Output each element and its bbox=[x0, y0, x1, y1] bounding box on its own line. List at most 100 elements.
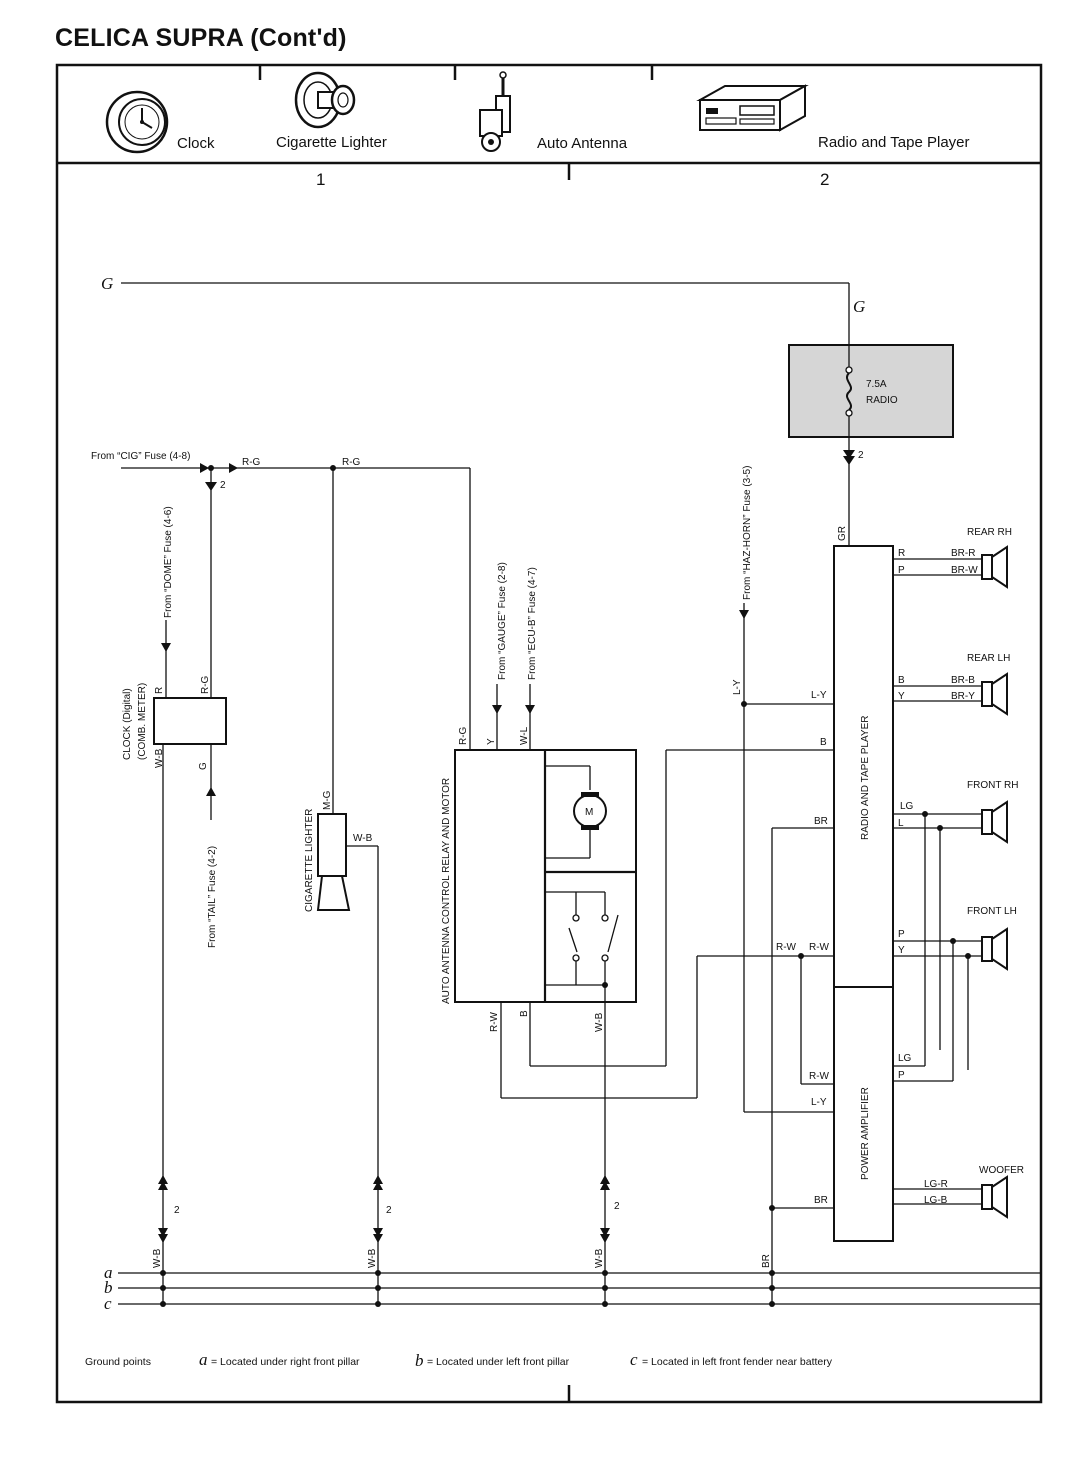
wire-lgr: LG-R bbox=[924, 1179, 948, 1190]
wire-wb-clock: W-B bbox=[154, 748, 165, 768]
pin-2-ground-lighter: 2 bbox=[386, 1205, 392, 1216]
power-amplifier-box bbox=[833, 986, 894, 1242]
clock-icon bbox=[105, 90, 169, 154]
speaker-label-rear-rh: REAR RH bbox=[967, 527, 1012, 538]
pin-2-clock: 2 bbox=[220, 480, 226, 491]
cigarette-lighter-box bbox=[317, 813, 347, 877]
wire-ly-radio: L-Y bbox=[811, 690, 827, 701]
legend-desc-b: = Located under left front pillar bbox=[427, 1356, 570, 1368]
speaker-woofer bbox=[893, 1175, 1008, 1219]
ground-letter-c: c bbox=[104, 1294, 112, 1313]
wire-b-antenna: B bbox=[519, 1010, 530, 1017]
legend-letter-a: a bbox=[199, 1350, 208, 1369]
auto-antenna-icon bbox=[479, 71, 511, 152]
pin-2-ground-antenna: 2 bbox=[614, 1201, 620, 1212]
header-label-radio: Radio and Tape Player bbox=[818, 134, 970, 151]
g-label-left: G bbox=[101, 274, 113, 293]
pin-2-ground-clock: 2 bbox=[174, 1205, 180, 1216]
fuse-pin: 2 bbox=[858, 450, 864, 461]
wire-lg-amp: LG bbox=[898, 1053, 912, 1064]
header-label-auto-antenna: Auto Antenna bbox=[537, 135, 628, 152]
page-title: CELICA SUPRA (Cont'd) bbox=[55, 24, 347, 52]
ground-points-label: Ground points bbox=[85, 1356, 151, 1368]
speaker-front-rh bbox=[893, 800, 1008, 844]
fuse-rating: 7.5A bbox=[866, 379, 887, 390]
amp-label: POWER AMPLIFIER bbox=[860, 1087, 871, 1180]
wire-rg-antenna: R-G bbox=[458, 726, 469, 745]
motor-label: M bbox=[585, 807, 593, 818]
ground-letter-a: a bbox=[104, 1263, 113, 1282]
source-gauge: From “GAUGE” Fuse (2-8) bbox=[497, 562, 508, 680]
fuse-name: RADIO bbox=[866, 395, 898, 406]
legend-desc-a: = Located under right front pillar bbox=[211, 1356, 360, 1368]
radio-tape-player-icon bbox=[696, 84, 809, 132]
speaker-rear-rh bbox=[893, 545, 1008, 589]
legend-desc-c: = Located in left front fender near batt… bbox=[642, 1356, 833, 1368]
clock-box bbox=[153, 697, 227, 745]
antenna-relay-label: AUTO ANTENNA CONTROL RELAY AND MOTOR bbox=[441, 778, 452, 1004]
wire-wl-antenna: W-L bbox=[519, 726, 530, 745]
ground-letter-b: b bbox=[104, 1278, 113, 1297]
wire-mg: M-G bbox=[322, 790, 333, 810]
wire-wb-antenna: W-B bbox=[594, 1012, 605, 1032]
wire-rw-antenna: R-W bbox=[489, 1011, 500, 1032]
wire-ly-amp: L-Y bbox=[811, 1097, 827, 1108]
wire-p-amp: P bbox=[898, 1070, 905, 1081]
clock-label-2: (COMB. METER) bbox=[137, 683, 148, 760]
wire-bry: BR-Y bbox=[951, 691, 975, 702]
wire-wb-ground-antenna: W-B bbox=[594, 1248, 605, 1268]
speaker-label-front-rh: FRONT RH bbox=[967, 780, 1018, 791]
wire-br-ground: BR bbox=[761, 1254, 772, 1268]
wire-lg-front-rh: LG bbox=[900, 801, 914, 812]
legend-letter-b: b bbox=[415, 1351, 424, 1370]
wire-rw-1: R-W bbox=[776, 942, 797, 953]
column-number-1: 1 bbox=[316, 170, 325, 189]
ground-connector-antenna bbox=[600, 1175, 610, 1243]
diagram-frame bbox=[55, 63, 1043, 1404]
wire-rg-1: R-G bbox=[242, 457, 261, 468]
wire-r-clock: R bbox=[154, 687, 165, 694]
antenna-relay-box bbox=[454, 749, 637, 1003]
speaker-rear-lh bbox=[893, 672, 1008, 716]
source-cig: From “CIG” Fuse (4-8) bbox=[91, 451, 190, 462]
radio-label: RADIO AND TAPE PLAYER bbox=[860, 716, 871, 840]
wire-lgb: LG-B bbox=[924, 1195, 948, 1206]
wire-rw-3: R-W bbox=[809, 1071, 830, 1082]
wire-l-front-rh: L bbox=[898, 818, 904, 829]
source-hazhorn: From “HAZ-HORN” Fuse (3-5) bbox=[742, 466, 753, 600]
wire-wb-ground-lighter: W-B bbox=[367, 1248, 378, 1268]
wire-b-rear-lh: B bbox=[898, 675, 905, 686]
wire-r-rear-rh: R bbox=[898, 548, 905, 559]
header-label-clock: Clock bbox=[177, 135, 215, 152]
wire-rg-clock: R-G bbox=[200, 675, 211, 694]
wire-ly-feed: L-Y bbox=[732, 679, 743, 695]
wire-brb: BR-B bbox=[951, 675, 975, 686]
wire-wb-ground-clock: W-B bbox=[152, 1248, 163, 1268]
wire-br-radio: BR bbox=[814, 816, 828, 827]
legend-letter-c: c bbox=[630, 1350, 638, 1369]
speaker-label-woofer: WOOFER bbox=[979, 1165, 1024, 1176]
speaker-front-lh bbox=[893, 927, 1008, 971]
wire-p-rear-rh: P bbox=[898, 565, 905, 576]
source-tail: From “TAIL” Fuse (4-2) bbox=[207, 846, 218, 948]
wire-y-front-lh: Y bbox=[898, 945, 905, 956]
wire-br-amp: BR bbox=[814, 1195, 828, 1206]
wire-brw: BR-W bbox=[951, 565, 978, 576]
cigarette-lighter-label: CIGARETTE LIGHTER bbox=[304, 809, 315, 912]
source-dome: From “DOME” Fuse (4-6) bbox=[163, 506, 174, 618]
source-ecub: From “ECU-B” Fuse (4-7) bbox=[527, 567, 538, 680]
g-label-right: G bbox=[853, 297, 865, 316]
ground-connector-lighter bbox=[373, 1175, 383, 1243]
ground-connector-clock bbox=[158, 1175, 168, 1243]
column-number-2: 2 bbox=[820, 170, 829, 189]
wire-brr: BR-R bbox=[951, 548, 975, 559]
radio-fuse-box bbox=[788, 344, 954, 438]
wire-gr: GR bbox=[837, 526, 848, 541]
speaker-label-rear-lh: REAR LH bbox=[967, 653, 1010, 664]
wire-y-antenna: Y bbox=[486, 738, 497, 745]
wire-rw-2: R-W bbox=[809, 942, 830, 953]
speaker-label-front-lh: FRONT LH bbox=[967, 906, 1017, 917]
wire-rg-2: R-G bbox=[342, 457, 361, 468]
wire-g-clock: G bbox=[198, 762, 209, 770]
